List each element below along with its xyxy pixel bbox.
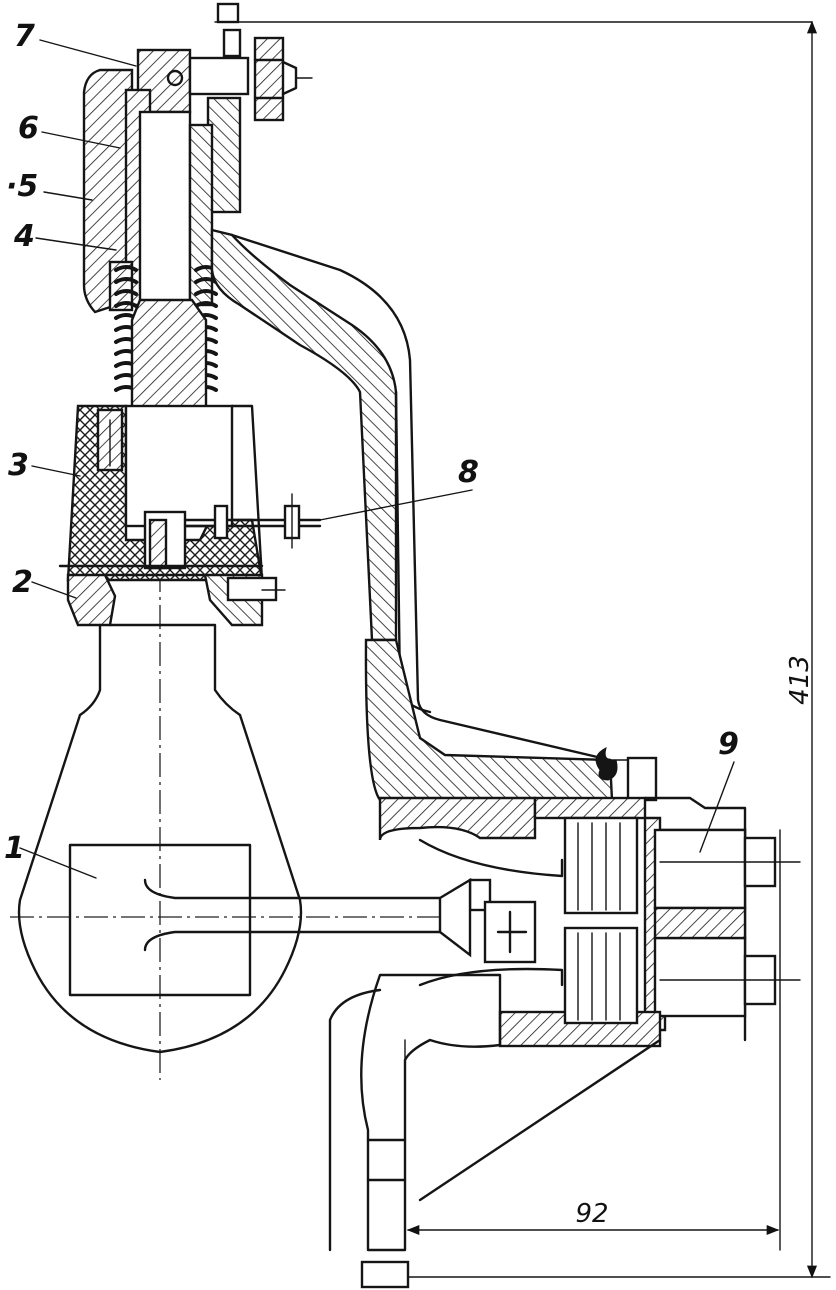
callout-8: 8 bbox=[319, 455, 479, 521]
callout-4-label: 4 bbox=[13, 219, 35, 254]
callout-3-label: 3 bbox=[8, 448, 29, 483]
contact-ring bbox=[58, 564, 286, 627]
width-dimension-label: 92 bbox=[575, 1199, 608, 1229]
socket-body bbox=[66, 404, 322, 582]
callout-5: ·5 bbox=[6, 169, 93, 204]
callout-7-label: 7 bbox=[14, 19, 35, 54]
lever-and-shaft bbox=[82, 68, 218, 412]
callout-7: 7 bbox=[14, 19, 137, 67]
height-dimension-label: 413 bbox=[785, 655, 815, 705]
callout-8-label: 8 bbox=[458, 455, 479, 490]
callout-2-label: 2 bbox=[12, 565, 33, 600]
callout-3: 3 bbox=[8, 448, 81, 483]
callout-6: 6 bbox=[18, 111, 121, 149]
callout-9: 9 bbox=[699, 727, 739, 853]
callout-2: 2 bbox=[12, 565, 77, 600]
terminal-screw bbox=[183, 493, 322, 549]
callout-1-label: 1 bbox=[4, 831, 25, 866]
lamp-bulb bbox=[17, 623, 442, 1054]
lamp-base-bracket bbox=[328, 796, 801, 1289]
support-arm bbox=[210, 228, 658, 802]
height-dimension: 413 bbox=[214, 20, 831, 1279]
callout-1: 1 bbox=[4, 831, 97, 879]
callout-6-label: 6 bbox=[18, 111, 39, 146]
callout-9-label: 9 bbox=[718, 727, 739, 762]
callout-5-label: ·5 bbox=[6, 169, 38, 204]
callout-4: 4 bbox=[13, 219, 117, 254]
